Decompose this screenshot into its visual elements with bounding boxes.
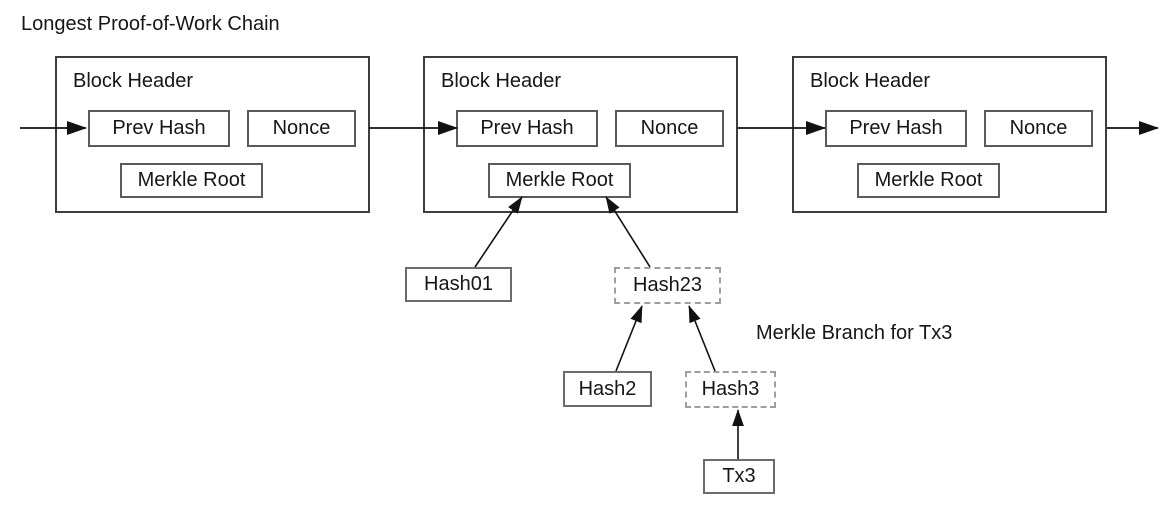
hash3-box: Hash3 [685,371,776,408]
block-1-merkle-root-box: Merkle Root [120,163,263,198]
diagram-title: Longest Proof-of-Work Chain [21,13,280,35]
hash01-box: Hash01 [405,267,512,302]
block-header-1: Block Header Prev Hash Nonce Merkle Root [55,56,370,213]
block-header-2: Block Header Prev Hash Nonce Merkle Root [423,56,738,213]
block-3-merkle-root-box: Merkle Root [857,163,1000,198]
block-2-merkle-root-box: Merkle Root [488,163,631,198]
arrow-hash3-to-hash23 [688,305,716,372]
block-2-nonce-box: Nonce [615,110,724,147]
hash2-box: Hash2 [563,371,652,407]
block-header-1-label: Block Header [73,70,194,92]
block-1-nonce-box: Nonce [247,110,356,147]
block-3-prev-hash-box: Prev Hash [825,110,967,147]
arrow-hash2-to-hash23 [615,305,643,372]
merkle-branch-label: Merkle Branch for Tx3 [756,322,953,344]
block-header-2-label: Block Header [441,70,562,92]
block-header-3-label: Block Header [810,70,931,92]
block-3-nonce-box: Nonce [984,110,1093,147]
block-1-prev-hash-box: Prev Hash [88,110,230,147]
block-2-prev-hash-box: Prev Hash [456,110,598,147]
block-header-3: Block Header Prev Hash Nonce Merkle Root [792,56,1107,213]
tx3-box: Tx3 [703,459,775,494]
hash23-box: Hash23 [614,267,721,304]
